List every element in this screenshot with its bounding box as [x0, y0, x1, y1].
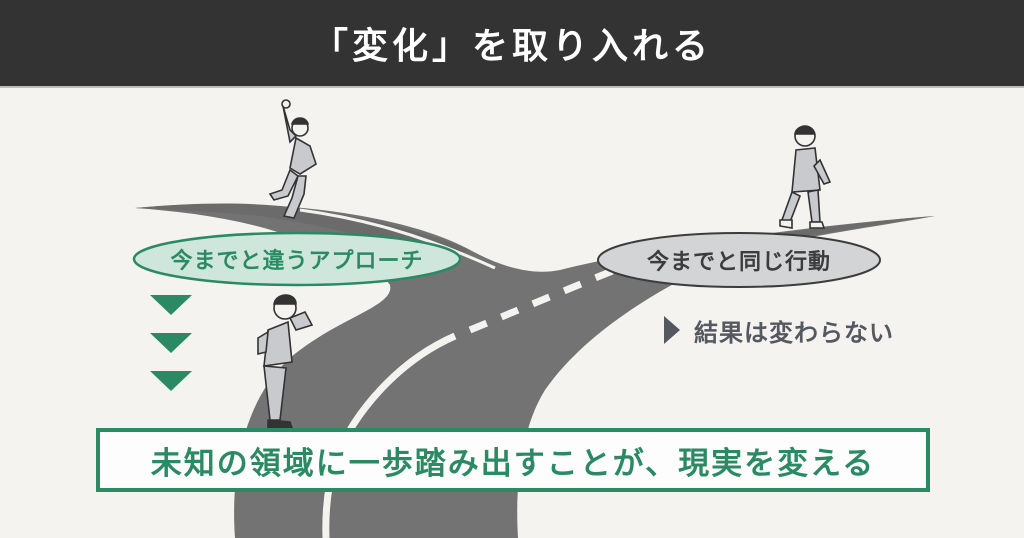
page-title: 「変化」を取り入れる — [311, 26, 712, 67]
ellipse-same-action — [597, 232, 881, 288]
triangle-down-icon — [150, 371, 192, 391]
header-bar: 「変化」を取り入れる — [0, 0, 1024, 88]
message-box: 未知の領域に一歩踏み出すことが、現実を変える — [96, 428, 930, 492]
result-note: 結果は変わらない — [664, 312, 894, 348]
down-arrow-stack — [150, 295, 194, 409]
message-text: 未知の領域に一歩踏み出すことが、現実を変える — [150, 445, 876, 482]
triangle-down-icon — [150, 333, 192, 353]
road-right-branch — [760, 216, 935, 240]
same-action-label: 今までと同じ行動 — [646, 250, 831, 275]
lane-dashes — [468, 256, 642, 334]
triangle-right-icon — [664, 316, 680, 344]
triangle-down-icon — [150, 295, 192, 315]
road-scene: 今までと違うアプローチ 今までと同じ行動 結果は変わらない 未知の領域に一歩踏み… — [0, 90, 1024, 538]
lane-line-left — [299, 208, 496, 270]
walking-man-figure — [779, 125, 832, 229]
ellipse-new-approach — [132, 231, 462, 287]
new-approach-label: 今までと違うアプローチ — [170, 249, 424, 274]
result-text: 結果は変わらない — [694, 318, 894, 347]
jumping-man-figure — [268, 99, 317, 219]
